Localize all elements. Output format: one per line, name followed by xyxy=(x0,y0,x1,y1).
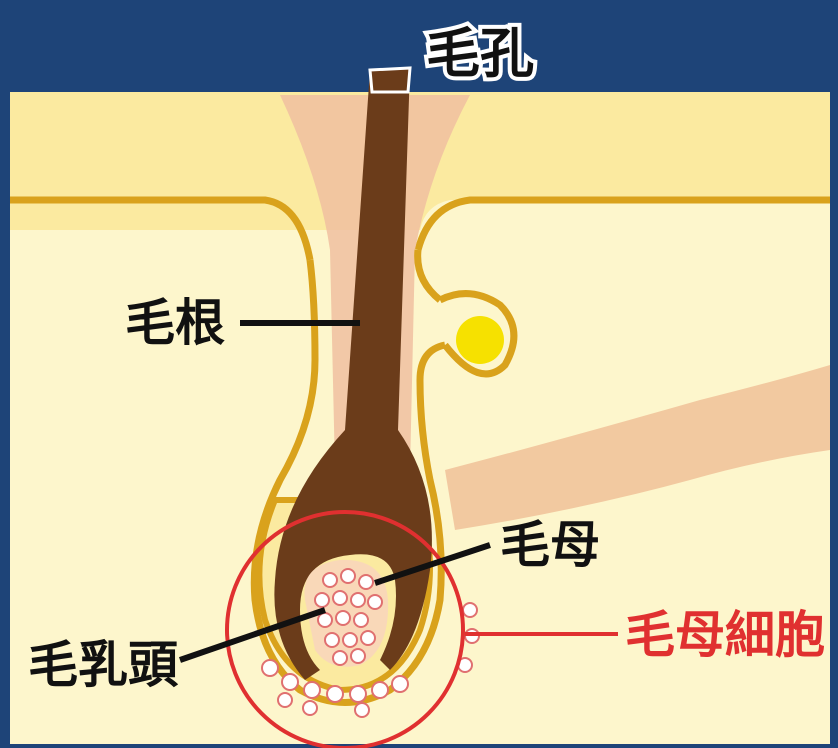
hair-tip xyxy=(370,68,410,92)
title: 毛孔 xyxy=(426,22,534,85)
label-hair-matrix-cells: 毛母細胞 xyxy=(625,606,825,664)
label-dermal-papilla: 毛乳頭 xyxy=(28,636,179,694)
label-hair-root: 毛根 xyxy=(125,294,225,352)
sebaceous-gland xyxy=(456,316,504,364)
label-hair-matrix: 毛母 xyxy=(500,516,600,574)
